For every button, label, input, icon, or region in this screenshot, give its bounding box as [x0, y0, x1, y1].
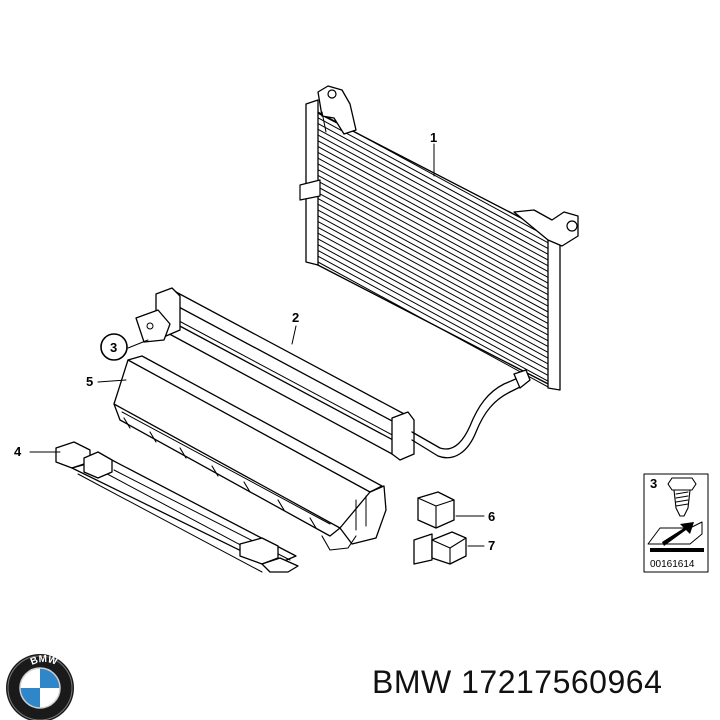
callout-1: 1: [430, 130, 437, 145]
oil-cooler: [135, 287, 531, 461]
condenser-fin: [317, 186, 551, 314]
condenser-fin: [317, 244, 551, 372]
inset-box: [643, 473, 709, 573]
condenser-fin: [317, 140, 551, 268]
condenser-fin: [317, 163, 551, 291]
callout-7: 7: [488, 538, 495, 553]
condenser-fin: [317, 198, 551, 326]
condenser-fin: [317, 174, 551, 302]
air-duct: [113, 355, 387, 551]
inset-callout-3: 3: [650, 476, 657, 491]
callout-3: 3: [110, 340, 117, 355]
condenser-fin: [317, 221, 551, 349]
leader-lines: [29, 143, 485, 547]
callout-3-circle: [100, 333, 128, 361]
part-number-caption: BMW 17217560964: [372, 664, 663, 700]
condenser-fin: [317, 249, 551, 377]
condenser-fin: [317, 226, 551, 354]
condenser-fin: [317, 134, 551, 262]
mount-bracket: [413, 531, 467, 565]
condenser-fin: [317, 232, 551, 360]
condenser-fin: [317, 209, 551, 337]
condenser-fin: [317, 169, 551, 297]
condenser-fin: [317, 215, 551, 343]
rubber-mount: [417, 491, 455, 529]
condenser-fin: [317, 146, 551, 274]
condenser-fin: [317, 180, 551, 308]
condenser-fins: [317, 111, 551, 389]
logo-text: BMW: [29, 654, 59, 668]
lower-bracket: [55, 441, 299, 573]
condenser-fin: [317, 192, 551, 320]
bmw-logo: BMW: [6, 654, 74, 720]
inset-code: 00161614: [650, 559, 695, 570]
condenser-fin: [317, 123, 551, 251]
condenser-fin: [317, 238, 551, 366]
condenser-fin: [317, 151, 551, 279]
condenser-fin: [317, 128, 551, 256]
callout-5: 5: [86, 374, 93, 389]
callout-2: 2: [292, 310, 299, 325]
condenser-fin: [317, 255, 551, 383]
condenser-fin: [317, 157, 551, 285]
condenser-fin: [317, 203, 551, 331]
condenser-fin: [317, 117, 551, 245]
callout-4: 4: [14, 444, 22, 459]
condenser: [299, 85, 579, 391]
callout-6: 6: [488, 509, 495, 524]
